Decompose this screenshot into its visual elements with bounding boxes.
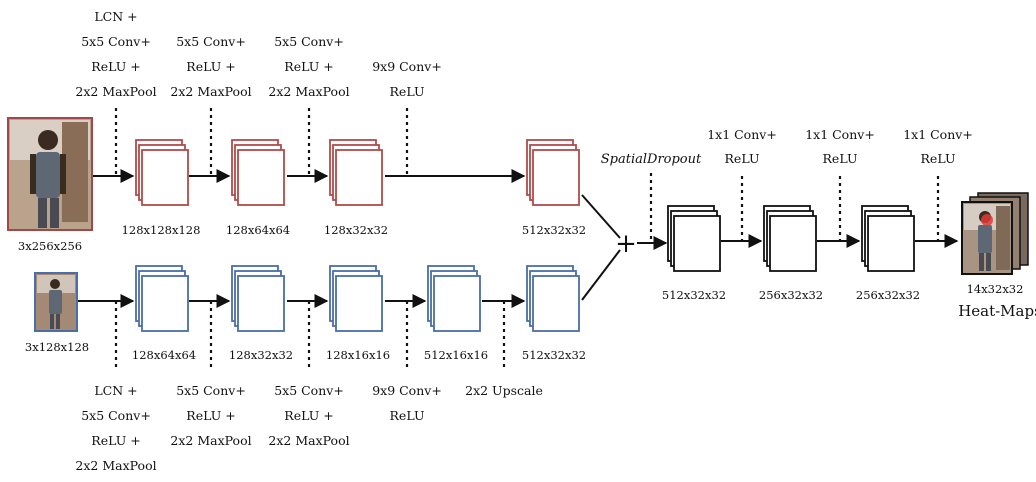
top-input-image [7,117,93,231]
svg-text:LCN +: LCN + [94,9,137,24]
svg-text:2x2 MaxPool: 2x2 MaxPool [268,84,349,99]
heatmap-output-stack [961,192,1029,275]
svg-text:1x1 Conv+: 1x1 Conv+ [707,127,777,142]
bottom-input-label: 3x128x128 [25,340,89,354]
svg-text:ReLU +: ReLU + [186,408,235,423]
top-stage-1-label: LCN + 5x5 Conv+ ReLU + 2x2 MaxPool [75,9,156,99]
top-stage-2-label: 5x5 Conv+ ReLU + 2x2 MaxPool [170,34,251,99]
top-stage-3-label: 5x5 Conv+ ReLU + 2x2 MaxPool [268,34,349,99]
svg-text:9x9 Conv+: 9x9 Conv+ [372,383,442,398]
top-dim-4: 512x32x32 [522,223,586,237]
top-featmap-2 [231,139,285,206]
svg-text:5x5 Conv+: 5x5 Conv+ [81,34,151,49]
bottom-stage-4-label: 9x9 Conv+ ReLU [372,383,442,423]
svg-text:ReLU: ReLU [390,408,425,423]
bottom-featmap-4 [427,265,481,332]
top-featmap-4 [526,139,580,206]
bottom-stage-1-label: LCN + 5x5 Conv+ ReLU + 2x2 MaxPool [75,383,156,473]
merge-plus: + [615,229,637,259]
svg-text:2x2 Upscale: 2x2 Upscale [465,383,543,398]
bottom-dim-5: 512x32x32 [522,348,586,362]
svg-text:ReLU +: ReLU + [284,59,333,74]
svg-text:1x1 Conv+: 1x1 Conv+ [903,127,973,142]
svg-text:ReLU: ReLU [390,84,425,99]
svg-text:5x5 Conv+: 5x5 Conv+ [81,408,151,423]
top-dotted-connectors [114,108,409,176]
bottom-featmap-5 [526,265,580,332]
bottom-stage-3-label: 5x5 Conv+ ReLU + 2x2 MaxPool [268,383,349,448]
svg-text:1x1 Conv+: 1x1 Conv+ [805,127,875,142]
right-dim-3: 256x32x32 [856,288,920,302]
bottom-dim-2: 128x32x32 [229,348,293,362]
svg-text:ReLU +: ReLU + [284,408,333,423]
svg-text:5x5 Conv+: 5x5 Conv+ [274,383,344,398]
bottom-stage-5-label: 2x2 Upscale [465,383,543,398]
output-dim: 14x32x32 [967,282,1024,296]
bottom-dotted-connectors [114,301,506,370]
svg-text:2x2 MaxPool: 2x2 MaxPool [170,84,251,99]
svg-text:ReLU: ReLU [725,151,760,166]
svg-text:ReLU: ReLU [921,151,956,166]
right-featmap-1 [667,205,721,272]
svg-text:ReLU +: ReLU + [91,433,140,448]
bottom-featmap-1 [135,265,189,332]
right-stage-1-label: 1x1 Conv+ ReLU [707,127,777,166]
top-stage-4-label: 9x9 Conv+ ReLU [372,59,442,99]
spatial-dropout-label: SpatialDropout [601,152,702,167]
top-dim-3: 128x32x32 [324,223,388,237]
svg-text:ReLU +: ReLU + [186,59,235,74]
right-stage-2-label: 1x1 Conv+ ReLU [805,127,875,166]
bottom-dim-4: 512x16x16 [424,348,488,362]
heatmaps-title: Heat-Maps [958,302,1036,320]
bottom-featmap-3 [329,265,383,332]
merge-lines [581,194,621,301]
svg-text:2x2 MaxPool: 2x2 MaxPool [170,433,251,448]
right-dim-1: 512x32x32 [662,288,726,302]
svg-text:2x2 MaxPool: 2x2 MaxPool [75,458,156,473]
top-featmap-1 [135,139,189,206]
top-input-label: 3x256x256 [18,239,82,253]
top-featmap-3 [329,139,383,206]
bottom-featmap-2 [231,265,285,332]
svg-text:9x9 Conv+: 9x9 Conv+ [372,59,442,74]
svg-text:ReLU: ReLU [823,151,858,166]
svg-text:5x5 Conv+: 5x5 Conv+ [176,383,246,398]
bottom-input-image [34,272,78,332]
svg-text:2x2 MaxPool: 2x2 MaxPool [268,433,349,448]
svg-text:LCN +: LCN + [94,383,137,398]
bottom-stage-2-label: 5x5 Conv+ ReLU + 2x2 MaxPool [170,383,251,448]
svg-text:ReLU +: ReLU + [91,59,140,74]
svg-text:5x5 Conv+: 5x5 Conv+ [274,34,344,49]
svg-text:2x2 MaxPool: 2x2 MaxPool [75,84,156,99]
svg-text:5x5 Conv+: 5x5 Conv+ [176,34,246,49]
bottom-dim-3: 128x16x16 [326,348,390,362]
bottom-dim-1: 128x64x64 [132,348,196,362]
right-stage-3-label: 1x1 Conv+ ReLU [903,127,973,166]
right-dim-2: 256x32x32 [759,288,823,302]
top-dim-1: 128x128x128 [122,223,201,237]
top-dim-2: 128x64x64 [226,223,290,237]
right-featmap-2 [763,205,817,272]
right-featmap-3 [861,205,915,272]
